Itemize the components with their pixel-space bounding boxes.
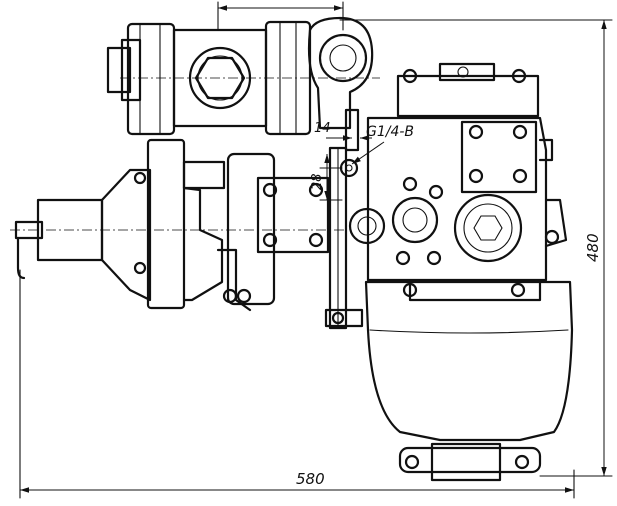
lower-clamp — [324, 308, 364, 328]
thread-label: G1/4-B — [366, 124, 414, 140]
dimension-lines — [19, 1, 613, 499]
port-left — [348, 207, 386, 245]
mount-plate — [460, 120, 538, 194]
regulator-neck — [182, 160, 226, 190]
offset-28-label: 28 — [310, 173, 325, 190]
port-small — [391, 196, 439, 244]
width-label: 580 — [296, 470, 325, 488]
port-large — [453, 193, 523, 263]
hex-outline — [194, 56, 246, 100]
eye-bracket — [307, 16, 374, 130]
valve-block — [348, 62, 568, 302]
drain-plug — [430, 442, 502, 482]
upper-cover — [396, 74, 540, 118]
bowl-body — [364, 280, 574, 442]
offset-14-label: 14 — [314, 121, 331, 136]
port-fitting — [344, 108, 360, 152]
connector-block — [256, 176, 330, 254]
valve-body — [366, 116, 548, 282]
thread-leader — [351, 141, 385, 165]
regulator-cone — [100, 168, 152, 302]
top-end-nut — [106, 46, 132, 94]
top-cap — [438, 62, 496, 82]
height-label: 480 — [584, 233, 602, 262]
handle-lever — [16, 236, 26, 280]
bowl-base — [398, 446, 542, 474]
regulator-flange — [146, 138, 186, 310]
filter-bowl — [364, 280, 574, 482]
right-lug — [544, 198, 568, 248]
left-regulator — [10, 138, 346, 310]
connector-flange — [226, 152, 276, 306]
eye-bore — [318, 33, 368, 83]
top-pipe-assembly — [106, 16, 380, 136]
middle-connector — [216, 108, 364, 330]
